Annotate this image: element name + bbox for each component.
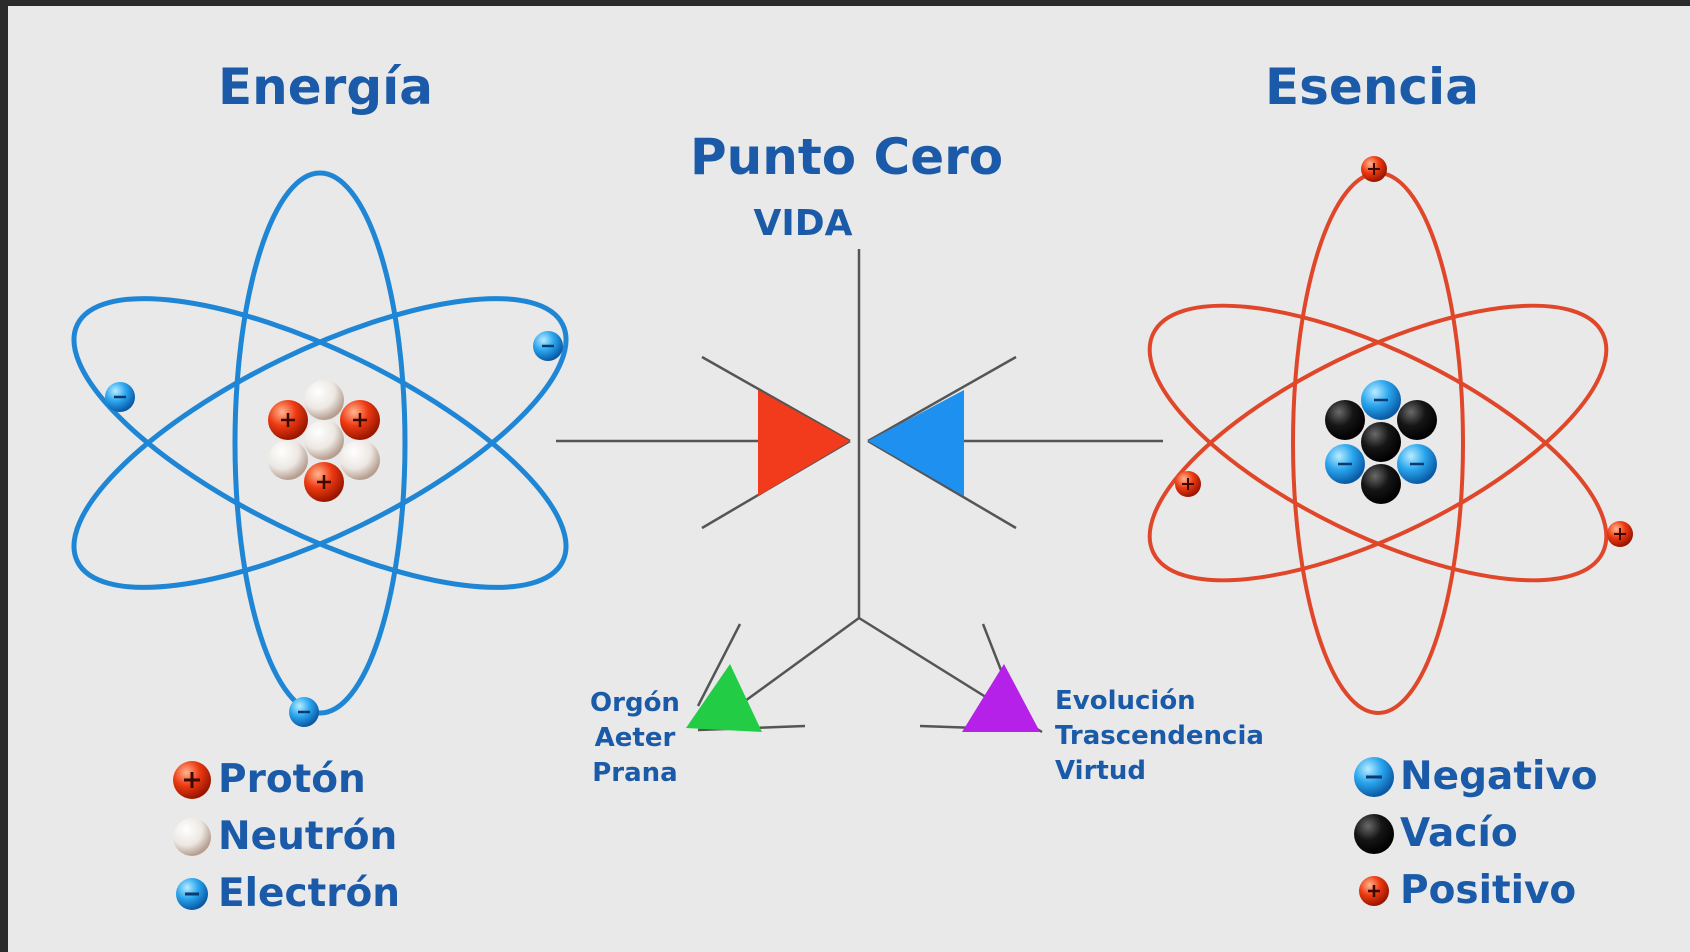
- neutron-icon: [166, 817, 218, 857]
- diagram-graphics: [71, 156, 1633, 734]
- energy-title: Energía: [218, 58, 433, 116]
- red-funnel-top: [701, 355, 851, 443]
- void-particle: [1361, 464, 1401, 504]
- legend-item-void: Vacío: [1348, 805, 1598, 862]
- energy-legend: Protón Neutrón Electrón: [166, 751, 400, 922]
- legend-label: Protón: [218, 757, 366, 802]
- neutron: [268, 440, 308, 480]
- orbit-diagonal-a: [1147, 303, 1609, 583]
- life-subtitle: VIDA: [753, 203, 853, 244]
- orbit-diagonal-a: [71, 296, 569, 590]
- orbit-vertical: [232, 170, 408, 716]
- legend-item-positive: Positivo: [1348, 862, 1598, 919]
- legend-label: Neutrón: [218, 814, 398, 859]
- energy-electrons: [105, 331, 563, 727]
- left-branch-labels: Orgón Aeter Prana: [580, 686, 690, 791]
- purple-triangle: [962, 664, 1040, 732]
- blue-triangle: [868, 390, 964, 496]
- void-icon: [1348, 813, 1400, 855]
- orbit-diagonal-b: [71, 296, 569, 590]
- essence-title: Esencia: [1265, 58, 1479, 116]
- essence-nucleus: [1325, 380, 1437, 504]
- right-branch-labels: Evolución Trascendencia Virtud: [1055, 684, 1264, 789]
- electron-icon: [166, 877, 218, 911]
- evolution-label: Evolución: [1055, 686, 1196, 716]
- void-particle: [1361, 422, 1401, 462]
- negative-icon: [1348, 756, 1400, 798]
- orbit-diagonal-b: [1147, 303, 1609, 583]
- virtue-label: Virtud: [1055, 756, 1146, 786]
- legend-item-electron: Electrón: [166, 865, 400, 922]
- legend-label: Vacío: [1400, 811, 1518, 856]
- aeter-label: Aeter: [594, 723, 676, 753]
- legend-label: Positivo: [1400, 868, 1577, 913]
- void-particle: [1325, 400, 1365, 440]
- prana-label: Prana: [592, 758, 678, 788]
- blue-funnel-top: [867, 355, 1017, 443]
- red-triangle: [758, 390, 850, 496]
- green-triangle: [686, 664, 762, 732]
- proton-icon: [166, 760, 218, 800]
- legend-label: Electrón: [218, 871, 401, 916]
- essence-legend: Negativo Vacío Positivo: [1348, 748, 1598, 919]
- neutron: [304, 420, 344, 460]
- legend-item-neutron: Neutrón: [166, 808, 400, 865]
- legend-label: Negativo: [1400, 754, 1598, 799]
- neutron: [340, 440, 380, 480]
- void-particle: [1397, 400, 1437, 440]
- legend-item-negative: Negativo: [1348, 748, 1598, 805]
- energy-nucleus: [268, 380, 380, 502]
- neutron: [304, 380, 344, 420]
- orgon-label: Orgón: [590, 688, 680, 718]
- energy-atom: [71, 170, 569, 716]
- diagram-canvas: Energía Esencia Punto Cero VIDA Orgón Ae…: [8, 6, 1690, 952]
- zero-point-title: Punto Cero: [690, 128, 1004, 186]
- legend-item-proton: Protón: [166, 751, 400, 808]
- transcendence-label: Trascendencia: [1055, 721, 1264, 751]
- essence-positives: [1175, 156, 1633, 547]
- center-structure: [556, 249, 1163, 734]
- blue-funnel-bottom: [867, 439, 1017, 530]
- green-funnel-top: [696, 623, 742, 707]
- positive-icon: [1348, 875, 1400, 907]
